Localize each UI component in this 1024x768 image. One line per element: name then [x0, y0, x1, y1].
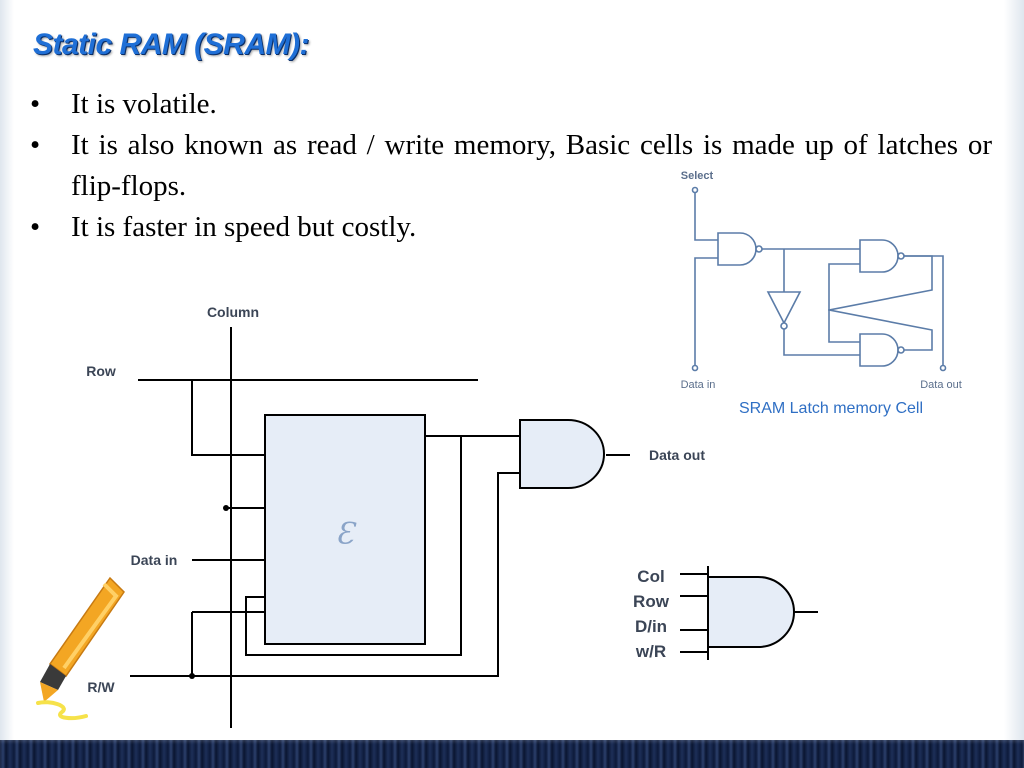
inverter-bubble: [780, 322, 788, 330]
rw-to-cell-wire: [191, 611, 265, 676]
latch-data-in-label: Data in: [681, 379, 716, 391]
slide-title: Static RAM (SRAM):: [33, 28, 310, 61]
bullet-marker: •: [30, 129, 41, 161]
output-and-gate: [519, 419, 605, 489]
four-input-and-gate: [707, 576, 795, 648]
cell-diagram: [130, 327, 630, 728]
rw-label: R/W: [87, 679, 115, 695]
bullet-item: • It is volatile.: [30, 84, 992, 125]
gate-input-label: Row: [633, 592, 670, 611]
bullet-text: It is volatile.: [71, 88, 217, 120]
feedback-wire-outer: [245, 436, 462, 656]
select-label: Select: [681, 170, 714, 182]
rw-line: [130, 472, 520, 677]
column-label: Column: [207, 304, 259, 320]
gate-input-label: w/R: [635, 642, 666, 661]
cross-couple-wire-b: [828, 309, 933, 351]
bullet-list: • It is volatile. • It is also known as re…: [30, 84, 992, 248]
bullet-text: It is also known as read / write memory,…: [71, 129, 992, 202]
data-out-terminal: [939, 364, 947, 372]
memory-cell-box: [264, 414, 426, 645]
cell-symbol: Ɛ: [336, 517, 357, 552]
upper-nand-bubble: [897, 252, 905, 260]
select-terminal: [691, 186, 699, 194]
bullet-marker: •: [30, 88, 41, 120]
data-out-wire: [904, 255, 944, 365]
bottom-bar: [0, 740, 1024, 768]
lower-nand-bubble: [897, 346, 905, 354]
data-in-label: Data in: [131, 552, 178, 568]
row-label: Row: [86, 363, 116, 379]
bullet-item: • It is also known as read / write memory…: [30, 125, 992, 207]
nand-out-wire: [762, 248, 860, 292]
gate-input-label: Col: [637, 567, 664, 586]
gate-input-label: D/in: [635, 617, 667, 636]
nand-bubble: [755, 245, 763, 253]
select-wire: [694, 193, 718, 241]
latch-caption: SRAM Latch memory Cell: [739, 400, 923, 417]
lower-nand-gate: [859, 333, 899, 367]
row-to-cell-wire: [191, 380, 265, 456]
latch-diagram: [691, 186, 947, 372]
highlighter-pen-icon: [36, 576, 125, 721]
bullet-marker: •: [30, 211, 41, 243]
data-in-terminal: [691, 364, 699, 372]
input-nand-gate: [717, 232, 757, 266]
inverter-out-wire: [783, 329, 860, 356]
column-junction: [223, 505, 229, 511]
inverter-gate: [766, 291, 802, 325]
gate-input-wires: [680, 573, 708, 653]
upper-nand-gate: [859, 239, 899, 273]
data-in-wire: [694, 257, 718, 365]
data-out-label: Data out: [649, 447, 705, 463]
rw-junction: [189, 673, 195, 679]
latch-data-out-label: Data out: [920, 379, 962, 391]
bullet-text: It is faster in speed but costly.: [71, 211, 417, 243]
bullet-item: • It is faster in speed but costly.: [30, 207, 992, 248]
